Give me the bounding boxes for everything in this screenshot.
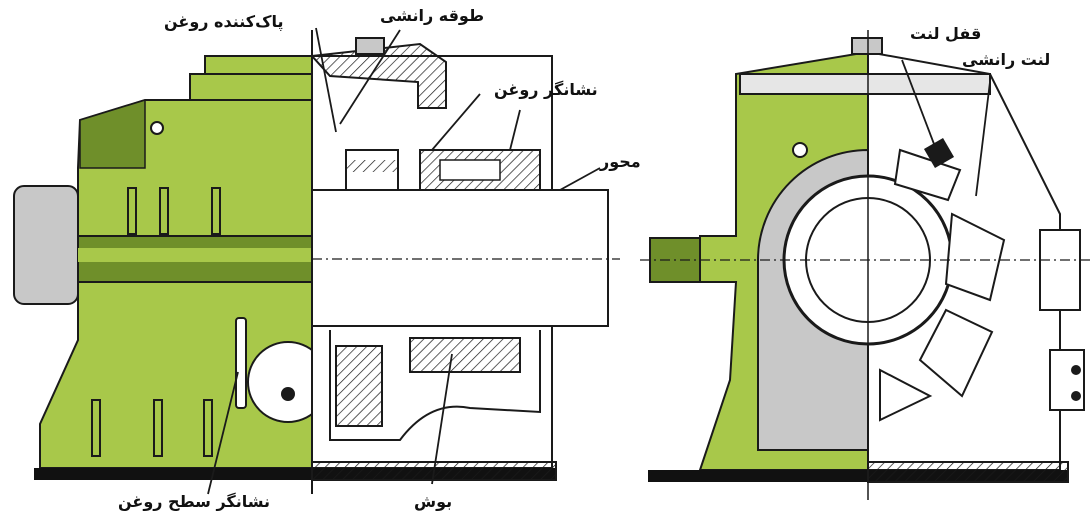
pad-lock — [923, 137, 955, 169]
terminal-block — [1049, 349, 1085, 411]
end-top-plug — [851, 37, 883, 55]
terminals — [1071, 365, 1081, 401]
lower-collar — [335, 345, 383, 427]
label-oil-level-indicator: نشانگر سطح روغن — [118, 492, 271, 511]
mounting-hole-right — [792, 142, 808, 158]
oil-level-sight-glass — [235, 317, 247, 409]
bushing — [409, 337, 521, 373]
shaft — [311, 189, 609, 327]
section-top-cover — [309, 42, 447, 109]
inspection-cover-bolt — [281, 387, 295, 401]
label-thrust-pad: لنت رانشی — [962, 50, 1051, 69]
cooling-fins — [91, 187, 221, 457]
oil-indicator-window — [439, 159, 501, 181]
label-oil-indicator: نشانگر روغن — [494, 80, 598, 99]
leader-lines — [207, 27, 991, 495]
label-thrust-collar: طوقه رانشی — [380, 6, 485, 25]
housing-side-panel — [79, 98, 146, 169]
label-pad-lock: قفل لنت — [910, 24, 982, 43]
label-oil-wiper: پاک‌کننده روغن — [164, 12, 284, 31]
mounting-hole-left — [150, 121, 164, 135]
label-shaft: محور — [600, 152, 641, 171]
housing-top-cap — [189, 73, 313, 101]
top-plug — [355, 37, 385, 55]
junction-box — [1039, 229, 1081, 311]
end-section-view — [640, 30, 1092, 500]
base-plate-right-section — [867, 461, 1069, 483]
side-section-view — [13, 30, 620, 494]
thrust-collar-hatch — [346, 160, 398, 172]
thrust-pads — [879, 148, 1006, 422]
label-bushing: بوش — [414, 492, 453, 511]
end-top-cap — [739, 73, 991, 95]
shaft-band-highlight — [78, 248, 312, 262]
oil-chamber — [329, 330, 541, 441]
shaft-stub-left — [13, 185, 79, 305]
